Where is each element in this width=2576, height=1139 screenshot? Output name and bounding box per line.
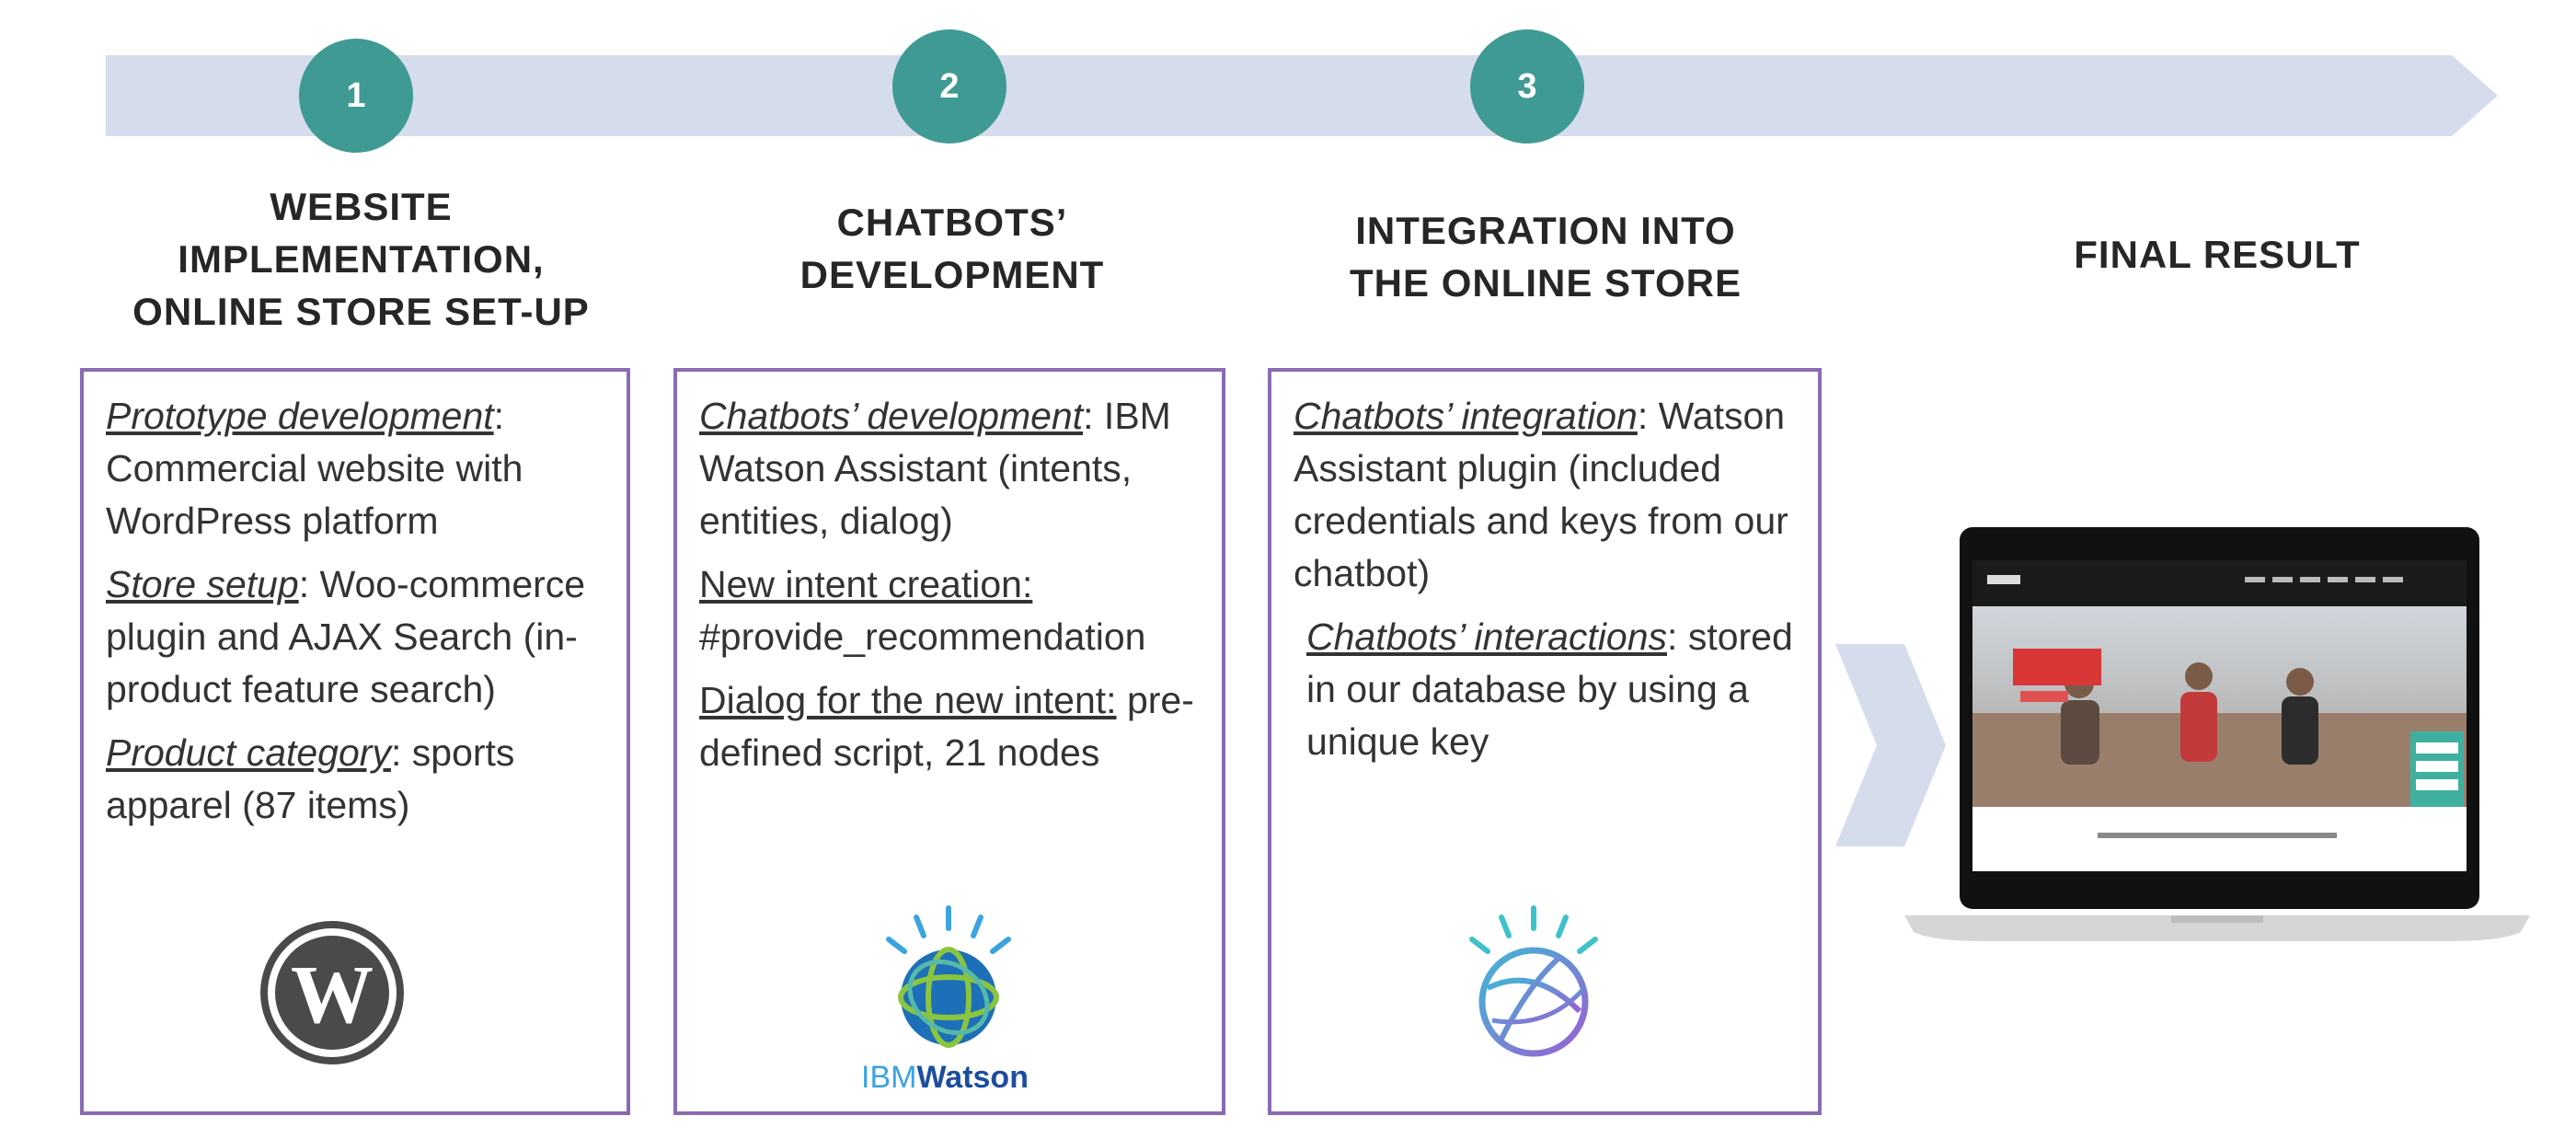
paragraph-label: Prototype development: [106, 395, 494, 437]
step-number: 3: [1517, 66, 1537, 106]
heading-line: ONLINE STORE SET-UP: [132, 290, 590, 333]
step-2-circle: 2: [892, 29, 1006, 144]
heading-line: THE ONLINE STORE: [1350, 261, 1742, 305]
ibm-watson-logo-icon: [886, 905, 1011, 1048]
paragraph-label: Chatbots’ interactions: [1306, 616, 1668, 658]
card-paragraph: Dialog for the new intent: pre-defined s…: [699, 674, 1211, 779]
final-result-heading: FINAL RESULT: [1978, 228, 2456, 281]
step-number: 2: [939, 66, 960, 106]
heading-line: DEVELOPMENT: [799, 253, 1105, 296]
paragraph-text: pre-defined script, 21 nodes: [699, 679, 1194, 774]
step-3-card-text: Chatbots’ integration: Watson Assistant …: [1294, 390, 1807, 779]
laptop-screenshot-icon: [1904, 527, 2530, 941]
svg-text:W: W: [291, 949, 374, 1041]
heading-line: FINAL RESULT: [2074, 233, 2361, 276]
paragraph-label: Store setup: [106, 563, 299, 605]
step-number: 1: [346, 75, 366, 115]
timeline-arrow-shape: [106, 55, 2498, 136]
paragraph-label: Chatbots’ development: [699, 395, 1084, 437]
paragraph-text: Woo-commerce plugin and AJAX Search (in-…: [106, 563, 586, 710]
paragraph-text: sports apparel (87 items): [106, 731, 515, 826]
watson-logo-icon: [1469, 905, 1598, 1057]
ibm-watson-wordmark: IBMWatson: [861, 1060, 1029, 1095]
heading-line: IMPLEMENTATION,: [178, 237, 545, 281]
step-1-card-text: Prototype development: Commercial websit…: [106, 390, 615, 843]
card-paragraph: Prototype development: Commercial websit…: [106, 395, 523, 542]
heading-line: WEBSITE: [270, 185, 453, 228]
paragraph-label: New intent creation:: [699, 563, 1033, 605]
paragraph-text: #provide_recommendation: [699, 616, 1146, 658]
paragraph-label: Chatbots’ integration: [1294, 395, 1638, 437]
step-3-card: Chatbots’ integration: Watson Assistant …: [1268, 368, 1822, 1115]
card-paragraph: Chatbots’ development: IBM Watson Assist…: [699, 395, 1171, 542]
card-paragraph: Store setup: Woo-commerce plugin and AJA…: [106, 563, 586, 710]
card-paragraph: Chatbots’ interactions: stored in our da…: [1306, 616, 1793, 763]
paragraph-text: stored in our database by using a unique…: [1306, 616, 1793, 763]
step-2-card: Chatbots’ development: IBM Watson Assist…: [673, 368, 1225, 1115]
heading-line: INTEGRATION INTO: [1355, 209, 1736, 252]
card-paragraph: New intent creation: #provide_recommenda…: [699, 558, 1211, 663]
chevron-right-icon: [1835, 644, 1946, 846]
step-2-heading: CHATBOTS’ DEVELOPMENT: [676, 196, 1228, 301]
step-1-heading: WEBSITE IMPLEMENTATION, ONLINE STORE SET…: [78, 180, 644, 338]
step-2-card-text: Chatbots’ development: IBM Watson Assist…: [699, 390, 1211, 790]
step-3-heading: INTEGRATION INTO THE ONLINE STORE: [1270, 204, 1822, 309]
card-paragraph: Product category: sports apparel (87 ite…: [106, 731, 515, 826]
step-1-card: Prototype development: Commercial websit…: [80, 368, 630, 1115]
paragraph-text: Commercial website with WordPress platfo…: [106, 447, 523, 542]
paragraph-text: Watson Assistant plugin (included creden…: [1294, 395, 1788, 594]
heading-line: CHATBOTS’: [836, 201, 1068, 244]
card-paragraph: Chatbots’ integration: Watson Assistant …: [1294, 395, 1788, 594]
wordpress-logo-icon: W: [260, 921, 404, 1064]
step-1-circle: 1: [299, 39, 413, 153]
paragraph-label: Product category: [106, 731, 391, 774]
step-3-circle: 3: [1470, 29, 1584, 144]
paragraph-text: IBM Watson Assistant (intents, entities,…: [699, 395, 1171, 542]
paragraph-label: Dialog for the new intent:: [699, 679, 1117, 721]
